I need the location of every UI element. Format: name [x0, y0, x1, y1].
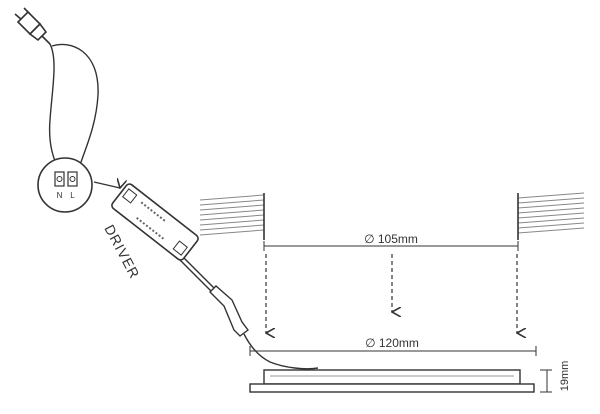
- terminal-screw-icon: [69, 176, 76, 182]
- panel-diameter-label: ∅ 120mm: [365, 336, 419, 350]
- mains-cable-second-wire: [51, 43, 99, 173]
- driver-output-cable: [179, 257, 319, 370]
- terminal-block: N L: [37, 157, 93, 213]
- ceiling-left-hatch: [199, 193, 265, 240]
- mains-cable: [48, 43, 61, 171]
- cable-connector: [209, 285, 249, 337]
- power-plug-icon: [14, 7, 51, 45]
- neutral-label: N: [57, 191, 63, 200]
- led-panel-profile: [249, 369, 535, 393]
- live-label: L: [70, 191, 75, 200]
- panel-height-label: 19mm: [559, 361, 571, 392]
- terminal-screw-icon: [56, 176, 63, 182]
- terminal-to-driver-arrow: [93, 182, 120, 188]
- driver-label: DRIVER: [101, 222, 143, 282]
- cutout-diameter-label: ∅ 105mm: [364, 232, 418, 246]
- ceiling-right-hatch: [517, 192, 585, 240]
- driver-box: [111, 183, 199, 261]
- panel-height-dimension: [540, 369, 552, 393]
